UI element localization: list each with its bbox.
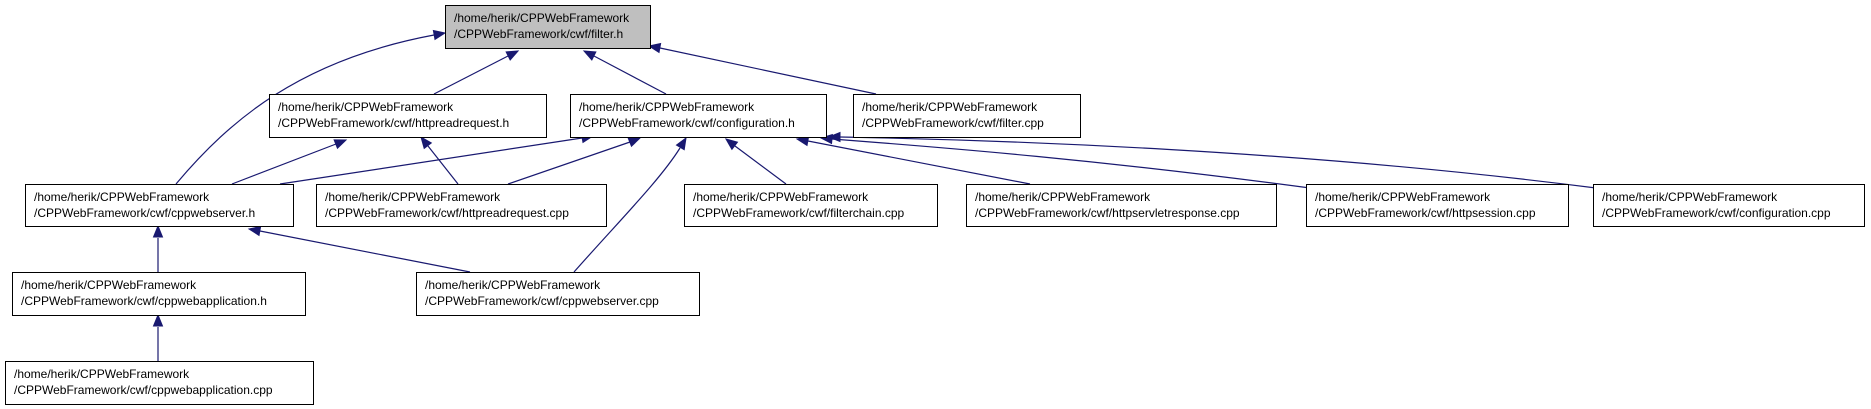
node-label-line1: /home/herik/CPPWebFramework (425, 278, 601, 292)
node-label-line1: /home/herik/CPPWebFramework (1315, 190, 1491, 204)
arrowhead (505, 50, 520, 61)
arrowhead (724, 138, 739, 151)
node-configuration-h[interactable]: /home/herik/CPPWebFramework/CPPWebFramew… (570, 94, 827, 138)
nodes-layer: /home/herik/CPPWebFramework/CPPWebFramew… (5, 5, 1865, 405)
node-label-line1: /home/herik/CPPWebFramework (14, 367, 190, 381)
node-httpsession-cpp[interactable]: /home/herik/CPPWebFramework/CPPWebFramew… (1306, 184, 1569, 227)
edge-line (734, 145, 787, 185)
node-label-line1: /home/herik/CPPWebFramework (693, 190, 869, 204)
edge-cppwebapplication_cpp-to-cppwebapplication_h (152, 313, 164, 361)
node-label-line1: /home/herik/CPPWebFramework (325, 190, 501, 204)
arrowhead (420, 135, 433, 150)
edge-filter_cpp-to-filter_h (647, 42, 877, 95)
node-box (684, 184, 938, 227)
edge-line (573, 147, 681, 273)
edge-line (831, 138, 1311, 189)
node-label-line1: /home/herik/CPPWebFramework (34, 190, 210, 204)
arrowhead (247, 225, 262, 237)
node-label-line1: /home/herik/CPPWebFramework (579, 100, 755, 114)
node-label-line2: /CPPWebFramework/cwf/httpservletresponse… (975, 206, 1240, 220)
node-cppwebapplication-h[interactable]: /home/herik/CPPWebFramework/CPPWebFramew… (12, 272, 306, 316)
arrowhead (432, 29, 447, 41)
node-label-line2: /CPPWebFramework/cwf/cppwebserver.h (34, 206, 255, 220)
edge-line (839, 136, 1597, 189)
node-label-line2: /CPPWebFramework/cwf/filterchain.cpp (693, 206, 905, 220)
node-box (570, 94, 827, 138)
edge-httpreadrequest_cpp-to-configuration_h (507, 137, 642, 185)
edge-line (807, 140, 1031, 185)
node-box (12, 272, 306, 316)
edge-httpreadrequest_h-to-filter_h (433, 50, 520, 95)
node-httpreadrequest-h[interactable]: /home/herik/CPPWebFramework/CPPWebFramew… (269, 94, 547, 138)
arrowhead (827, 131, 841, 143)
node-label-line2: /CPPWebFramework/cwf/cppwebapplication.h (21, 294, 267, 308)
node-box (853, 94, 1081, 138)
node-box (5, 361, 314, 405)
node-label-line2: /CPPWebFramework/cwf/filter.h (454, 27, 623, 41)
arrowhead (675, 136, 687, 151)
node-label-line1: /home/herik/CPPWebFramework (454, 11, 630, 25)
node-label-line2: /CPPWebFramework/cwf/httpreadrequest.h (278, 116, 509, 130)
node-label-line1: /home/herik/CPPWebFramework (862, 100, 1038, 114)
node-cppwebserver-h[interactable]: /home/herik/CPPWebFramework/CPPWebFramew… (25, 184, 294, 227)
node-label-line2: /CPPWebFramework/cwf/cppwebapplication.c… (14, 383, 273, 397)
edge-line (433, 55, 509, 95)
node-box (269, 94, 547, 138)
edge-line (507, 141, 631, 185)
arrowhead (647, 42, 662, 54)
edge-cppwebapplication_h-to-cppwebserver_h (152, 224, 164, 272)
edge-cppwebserver_h-to-configuration_h (279, 132, 595, 185)
node-box (316, 184, 607, 227)
node-cppwebapplication-cpp[interactable]: /home/herik/CPPWebFramework/CPPWebFramew… (5, 361, 314, 405)
edge-configuration_cpp-to-configuration_h (827, 131, 1597, 189)
node-label-line2: /CPPWebFramework/cwf/configuration.h (579, 116, 795, 130)
node-label-line2: /CPPWebFramework/cwf/httpreadrequest.cpp (325, 206, 569, 220)
node-box (445, 5, 651, 49)
node-label-line2: /CPPWebFramework/cwf/httpsession.cpp (1315, 206, 1536, 220)
edge-filterchain_cpp-to-configuration_h (724, 138, 787, 185)
arrowhead (152, 224, 164, 238)
node-filterchain-cpp[interactable]: /home/herik/CPPWebFramework/CPPWebFramew… (684, 184, 938, 227)
node-filter-cpp[interactable]: /home/herik/CPPWebFramework/CPPWebFramew… (853, 94, 1081, 138)
edge-line (279, 137, 583, 185)
edge-cppwebserver_h-to-httpreadrequest_h (231, 139, 348, 185)
node-filter-h[interactable]: /home/herik/CPPWebFramework/CPPWebFramew… (445, 5, 651, 49)
node-httpreadrequest-cpp[interactable]: /home/herik/CPPWebFramework/CPPWebFramew… (316, 184, 607, 227)
node-configuration-cpp[interactable]: /home/herik/CPPWebFramework/CPPWebFramew… (1593, 184, 1865, 227)
node-label-line2: /CPPWebFramework/cwf/cppwebserver.cpp (425, 294, 659, 308)
node-label-line2: /CPPWebFramework/cwf/filter.cpp (862, 116, 1044, 130)
edge-line (593, 55, 667, 95)
node-httpservletresponse-cpp[interactable]: /home/herik/CPPWebFramework/CPPWebFramew… (966, 184, 1277, 227)
node-label-line1: /home/herik/CPPWebFramework (278, 100, 454, 114)
edge-line (659, 47, 877, 95)
node-box (416, 272, 700, 316)
edge-line (231, 143, 337, 185)
node-cppwebserver-cpp[interactable]: /home/herik/CPPWebFramework/CPPWebFramew… (416, 272, 700, 316)
edge-httpreadrequest_cpp-to-httpreadrequest_h (420, 135, 459, 185)
edge-cppwebserver_cpp-to-cppwebserver_h (247, 225, 471, 273)
node-label-line2: /CPPWebFramework/cwf/configuration.cpp (1602, 206, 1831, 220)
node-box (25, 184, 294, 227)
arrowhead (627, 137, 642, 148)
arrowhead (152, 313, 164, 327)
arrowhead (333, 139, 348, 150)
edge-configuration_h-to-filter_h (582, 50, 667, 95)
node-label-line1: /home/herik/CPPWebFramework (21, 278, 197, 292)
arrowhead (582, 50, 597, 61)
edge-line (259, 230, 471, 273)
edge-httpsession_cpp-to-configuration_h (819, 133, 1311, 189)
node-box (966, 184, 1277, 227)
node-label-line1: /home/herik/CPPWebFramework (1602, 190, 1778, 204)
node-label-line1: /home/herik/CPPWebFramework (975, 190, 1151, 204)
edge-line (427, 145, 459, 185)
node-box (1306, 184, 1569, 227)
node-box (1593, 184, 1865, 227)
edge-cppwebserver_cpp-to-configuration_h (573, 136, 687, 273)
